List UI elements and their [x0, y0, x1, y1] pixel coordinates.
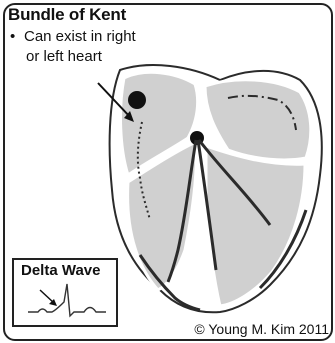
sa-node — [128, 91, 146, 109]
delta-wave-inset: Delta Wave — [12, 258, 118, 327]
delta-arrow-line — [40, 290, 54, 303]
copyright-credit: © Young M. Kim 2011 — [194, 321, 329, 337]
delta-wave-trace — [14, 260, 116, 325]
left-ventricle — [206, 146, 305, 306]
ecg-trace — [28, 284, 106, 316]
